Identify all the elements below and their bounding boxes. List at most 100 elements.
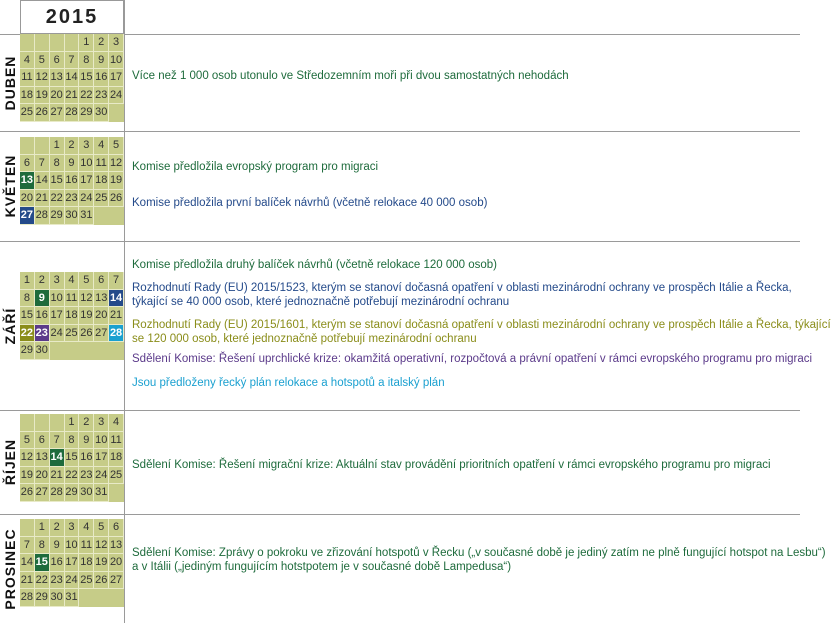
calendar-day: 12 xyxy=(109,154,124,173)
month-name: KVĚTEN xyxy=(2,154,18,218)
calendar-day: 8 xyxy=(20,289,35,308)
calendar-day: 18 xyxy=(64,307,80,325)
calendar-day: 9 xyxy=(64,154,80,173)
calendar-day: 12 xyxy=(34,69,50,87)
calendar-day: 13 xyxy=(94,289,110,308)
calendar-day: 4 xyxy=(79,519,95,537)
calendar-day: 21 xyxy=(109,307,124,325)
calendar-day: 13 xyxy=(34,449,50,467)
calendar-day: 1 xyxy=(64,414,80,432)
calendar-day: 5 xyxy=(34,51,50,70)
calendar-day: 3 xyxy=(109,34,124,52)
calendar-day: 30 xyxy=(49,589,65,607)
calendar-day: 20 xyxy=(20,189,35,208)
calendar-blank xyxy=(20,519,35,537)
calendar-day: 20 xyxy=(109,554,124,572)
calendar-day: 11 xyxy=(64,289,80,308)
calendar-day: 2 xyxy=(49,519,65,537)
calendar-day: 10 xyxy=(94,431,110,450)
calendar-day: 15 xyxy=(64,449,80,467)
event-text: Sdělení Komise: Řešení uprchlické krize:… xyxy=(132,353,813,365)
event-text: Komise předložila evropský program pro m… xyxy=(132,161,379,173)
calendar-day: 24 xyxy=(79,189,95,208)
calendar-day: 21 xyxy=(20,571,35,590)
calendar-day: 8 xyxy=(79,51,95,70)
calendar-day: 16 xyxy=(34,307,50,325)
calendar-day: 23 xyxy=(79,466,95,485)
calendar-blank xyxy=(34,137,50,155)
month-name: ZÁŘÍ xyxy=(2,307,18,344)
calendar-day: 21 xyxy=(34,189,50,208)
calendar-day: 7 xyxy=(20,536,35,555)
calendar-day: 17 xyxy=(109,69,124,87)
calendar-day: 15 xyxy=(79,69,95,87)
calendar-day: 19 xyxy=(94,554,110,572)
calendar-day: 22 xyxy=(64,466,80,485)
calendar-day: 17 xyxy=(64,554,80,572)
month-name: PROSINEC xyxy=(2,527,18,610)
calendar-day: 1 xyxy=(79,34,95,52)
calendar-day: 25 xyxy=(109,466,124,485)
event-text: Sdělení Komise: Řešení migrační krize: A… xyxy=(132,459,771,471)
calendar-day: 6 xyxy=(49,51,65,70)
calendar-day: 29 xyxy=(34,589,50,607)
calendar-day: 15 xyxy=(49,172,65,190)
calendar-day: 18 xyxy=(109,449,124,467)
calendar-day-highlighted: 23 xyxy=(34,324,50,343)
calendar-day: 30 xyxy=(94,104,110,122)
calendar-day: 28 xyxy=(49,484,65,502)
month-name: ŘÍJEN xyxy=(2,438,18,486)
event-text: Rozhodnutí Rady (EU) 2015/1523, kterým s… xyxy=(132,282,792,308)
event-text: Jsou předloženy řecký plán relokace a ho… xyxy=(132,377,445,389)
calendar-day: 7 xyxy=(109,272,124,290)
calendar-day: 25 xyxy=(20,104,35,122)
calendar-day: 10 xyxy=(109,51,124,70)
event-text: Sdělení Komise: Zprávy o pokroku ve zřiz… xyxy=(132,547,826,573)
calendar-day: 2 xyxy=(94,34,110,52)
calendar-day: 17 xyxy=(94,449,110,467)
calendar-day: 26 xyxy=(34,104,50,122)
calendar-day: 26 xyxy=(20,484,35,502)
calendar-day: 5 xyxy=(94,519,110,537)
calendar-day: 27 xyxy=(109,571,124,590)
month-name: DUBEN xyxy=(2,55,18,110)
year-title: 2015 xyxy=(20,0,124,34)
calendar-day: 25 xyxy=(94,189,110,208)
calendar-day: 15 xyxy=(20,307,35,325)
calendar-day: 3 xyxy=(79,137,95,155)
calendar-day: 11 xyxy=(94,154,110,173)
calendar-day: 14 xyxy=(34,172,50,190)
calendar-day: 29 xyxy=(64,484,80,502)
calendar-day: 22 xyxy=(34,571,50,590)
calendar-day: 24 xyxy=(94,466,110,485)
month-separator xyxy=(0,34,800,35)
month-separator xyxy=(0,131,800,132)
calendar-day: 30 xyxy=(64,207,80,225)
calendar-day: 29 xyxy=(79,104,95,122)
calendar-day: 12 xyxy=(20,449,35,467)
calendar-day: 25 xyxy=(79,571,95,590)
calendar-day: 2 xyxy=(79,414,95,432)
calendar-day: 14 xyxy=(20,554,35,572)
calendar-day: 4 xyxy=(94,137,110,155)
calendar-day: 29 xyxy=(49,207,65,225)
calendar-day: 7 xyxy=(49,431,65,450)
calendar-day: 26 xyxy=(94,571,110,590)
calendar-day: 31 xyxy=(64,589,80,607)
calendar-day: 3 xyxy=(94,414,110,432)
calendar-day: 20 xyxy=(34,466,50,485)
calendar-day: 7 xyxy=(64,51,80,70)
calendar-day: 8 xyxy=(64,431,80,450)
calendar-day: 5 xyxy=(20,431,35,450)
calendar-day: 20 xyxy=(94,307,110,325)
calendar-day: 3 xyxy=(49,272,65,290)
month-label-2: ZÁŘÍ xyxy=(0,241,20,410)
calendar-day: 11 xyxy=(20,69,35,87)
calendar-day: 4 xyxy=(64,272,80,290)
calendar-day: 30 xyxy=(79,484,95,502)
event-text: Komise předložila druhý balíček návrhů (… xyxy=(132,259,498,271)
calendar-day: 2 xyxy=(34,272,50,290)
calendar-day-highlighted: 9 xyxy=(34,289,50,308)
event-text: Více než 1 000 osob utonulo ve Středozem… xyxy=(132,70,569,82)
